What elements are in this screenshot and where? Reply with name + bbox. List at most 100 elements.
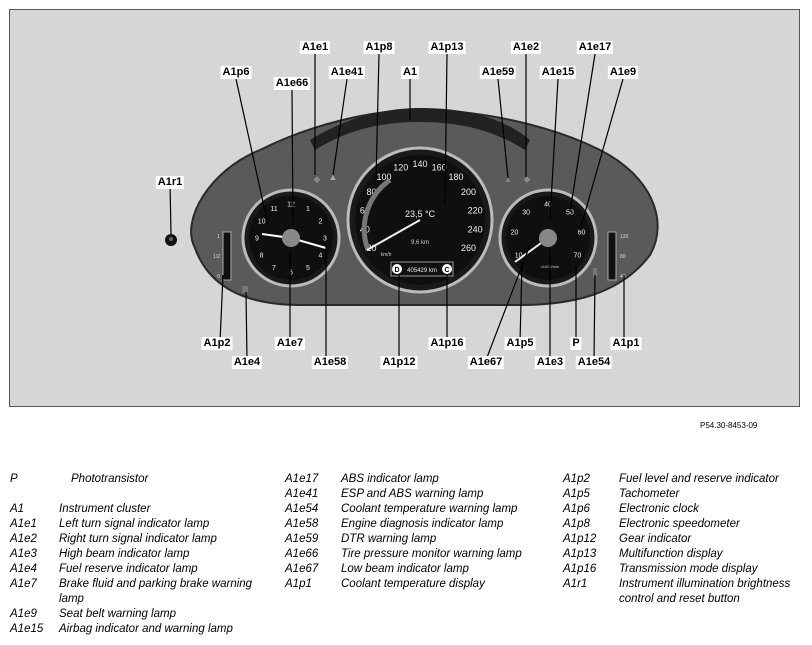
clock-tick-label: 8 [260, 252, 264, 259]
legend-description: Airbag indicator and warning lamp [59, 623, 233, 635]
speed-tick-label: 200 [461, 187, 476, 197]
callout-a1e17: A1e17 [576, 41, 614, 54]
legend-description: Instrument cluster [59, 503, 151, 515]
callout-a1p16: A1p16 [428, 337, 466, 350]
legend-description: Left turn signal indicator lamp [59, 518, 210, 530]
gear-right: C [444, 267, 449, 274]
figure-reference: P54.30-8453-09 [700, 421, 758, 430]
legend-gap [10, 487, 280, 502]
callout-a1e54: A1e54 [575, 356, 613, 369]
legend-description: Right turn signal indicator lamp [59, 533, 217, 545]
fuel-reserve-icon [242, 286, 248, 293]
clock-tick-label: 9 [255, 235, 259, 242]
legend-description: Low beam indicator lamp [341, 563, 469, 575]
callout-a1e7: A1e7 [274, 337, 306, 350]
legend-code: A1e7 [10, 578, 37, 590]
legend-code: A1e9 [10, 608, 37, 620]
coolant-tick-label: 80 [620, 254, 626, 260]
legend-description: Electronic clock [619, 503, 699, 515]
odometer-box [390, 261, 454, 277]
callout-a1e1: A1e1 [299, 41, 331, 54]
fuel-ticks: 1 1/2 0 [213, 234, 220, 280]
legend-description: DTR warning lamp [341, 533, 437, 545]
speed-tick-label: 80 [366, 187, 376, 197]
speed-tick-label: 220 [468, 205, 483, 215]
callout-a1e9: A1e9 [607, 66, 639, 79]
callout-a1p8: A1p8 [363, 41, 395, 54]
speed-needle [366, 219, 421, 251]
clock-tick-label: 3 [323, 235, 327, 242]
legend-code: A1p2 [563, 473, 590, 485]
right-turn-icon: ◆ [524, 174, 531, 184]
callout-p: P [570, 337, 582, 350]
coolant-warning-icon [593, 268, 597, 277]
callout-a1p1: A1p1 [610, 337, 642, 350]
speed-tick-label: 180 [448, 172, 463, 182]
speed-tick-label: 160 [432, 162, 447, 172]
speed-tick-label: 140 [412, 159, 427, 169]
speed-unit: km/h [381, 252, 392, 258]
legend-description: Engine diagnosis indicator lamp [341, 518, 504, 530]
legend-row: A1e58 Engine diagnosis indicator lamp [285, 517, 545, 532]
callout-a1: A1 [400, 66, 420, 79]
legend-code: A1e58 [285, 518, 319, 530]
clock-tick-label: 7 [272, 265, 276, 272]
trip-readout: 9,6 km [411, 240, 429, 246]
leader-lines [169, 53, 625, 361]
legend-description: Coolant temperature warning lamp [341, 503, 518, 515]
legend-code: A1 [10, 503, 25, 515]
legend-code: P [10, 473, 18, 485]
tacho-tick-label: 40 [544, 201, 552, 208]
tacho-tick-label: 30 [522, 209, 530, 216]
speed-tick-label: 120 [393, 162, 408, 172]
legend-description: Fuel level and reserve indicator [619, 473, 779, 485]
tacho-tick-label: 10 [515, 252, 523, 259]
fuel-bar [222, 231, 232, 281]
clock-tick-label: 2 [318, 218, 322, 225]
legend-description: Tire pressure monitor warning lamp [341, 548, 522, 560]
speed-tick-label: 100 [376, 172, 391, 182]
legend-row: A1p2 Fuel level and reserve indicator [563, 472, 808, 487]
fuel-tick-label: 0 [217, 274, 220, 280]
legend-code: A1e54 [285, 503, 319, 515]
temperature-readout: 23,5 °C [405, 209, 436, 219]
legend-code: A1e17 [285, 473, 319, 485]
fuel-tick-label: 1 [217, 234, 220, 240]
fuel-tick-label: 1/2 [213, 254, 220, 260]
coolant-tick-label: 40 [620, 274, 626, 280]
speed-arc [361, 177, 392, 251]
coolant-tick-label: 120 [620, 234, 629, 240]
clock-tick-label: 4 [318, 252, 322, 259]
callout-a1p13: A1p13 [428, 41, 466, 54]
legend-description: Electronic speedometer [619, 518, 740, 530]
legend-code: A1e66 [285, 548, 319, 560]
callout-a1e59: A1e59 [479, 66, 517, 79]
legend-code: A1e1 [10, 518, 37, 530]
legend-description: ESP and ABS warning lamp [341, 488, 484, 500]
legend-row: A1 Instrument cluster [10, 502, 280, 517]
legend-description: Tachometer [619, 488, 680, 500]
legend-row: A1e1 Left turn signal indicator lamp [10, 517, 280, 532]
clock-tick-label: 10 [258, 218, 266, 225]
coolant-bar [607, 231, 617, 281]
clock-tick-label: 11 [270, 206, 277, 213]
